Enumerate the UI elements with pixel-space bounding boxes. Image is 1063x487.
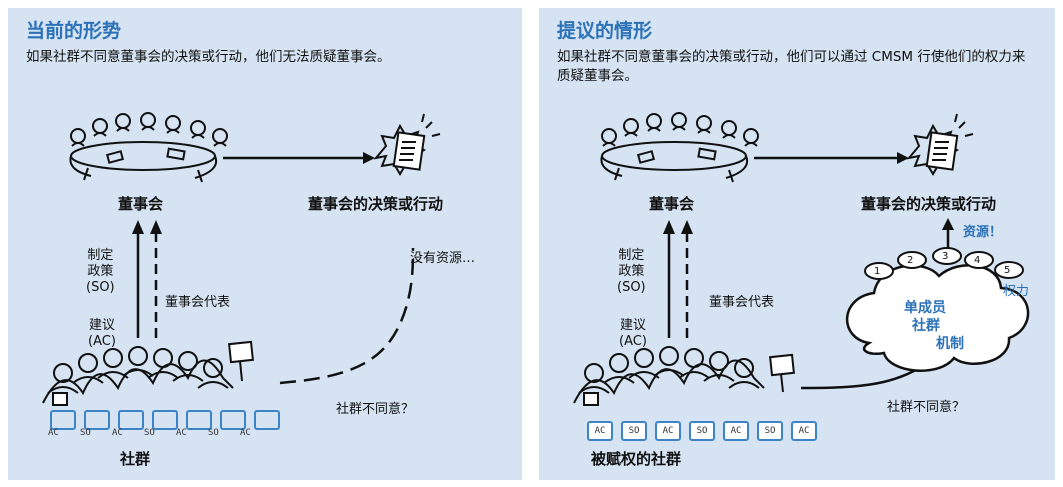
board-rep-label: 董事会代表 <box>165 295 231 310</box>
community-label: 被赋权的社群 <box>591 450 682 468</box>
member-box-row: AC SO AC SO AC SO AC <box>587 421 817 441</box>
power-label: 权力 <box>1003 284 1030 299</box>
document-burst-icon <box>906 113 974 176</box>
member-box: AC <box>723 421 749 441</box>
no-resources-label: 没有资源… <box>410 251 476 266</box>
power-number: 2 <box>907 255 914 266</box>
cloud-icon <box>845 264 1030 372</box>
power-number: 5 <box>1004 265 1011 276</box>
advice-label: 建议 (AC) <box>619 318 647 349</box>
member-box <box>84 410 110 430</box>
member-box <box>254 410 280 430</box>
power-number: 3 <box>942 251 949 262</box>
proposed-situation-panel: 提议的情形 如果社群不同意董事会的决策或行动，他们可以通过 CMSM 行使他们的… <box>539 8 1055 480</box>
policy-label: 制定 政策 (SO) <box>86 248 115 295</box>
cloud-label-3: 机制 <box>936 336 964 352</box>
panel-description: 如果社群不同意董事会的决策或行动，他们可以通过 CMSM 行使他们的权力来质疑董… <box>557 49 1026 84</box>
box-label: SO <box>208 428 219 438</box>
crowd-icon <box>573 346 795 406</box>
board-label: 董事会 <box>118 195 164 213</box>
cloud-label-2: 社群 <box>912 318 940 334</box>
proposed-situation-diagram <box>573 112 1030 406</box>
member-box: SO <box>621 421 647 441</box>
power-ovals <box>864 247 1024 280</box>
board-rep-label: 董事会代表 <box>709 295 775 310</box>
member-box: SO <box>757 421 783 441</box>
member-box <box>186 410 212 430</box>
member-box: SO <box>689 421 715 441</box>
panel-title: 提议的情形 <box>557 20 653 42</box>
advice-label: 建议 (AC) <box>88 318 116 349</box>
member-box-row <box>50 410 280 430</box>
board-meeting-icon <box>69 112 228 183</box>
box-label: AC <box>112 428 123 438</box>
current-situation-diagram <box>42 112 441 406</box>
resources-label: 资源！ <box>963 225 1003 240</box>
board-label: 董事会 <box>649 195 695 213</box>
member-box <box>118 410 144 430</box>
decision-label: 董事会的决策或行动 <box>861 195 997 213</box>
member-box: AC <box>655 421 681 441</box>
cloud-label-1: 单成员 <box>904 300 946 316</box>
box-label: SO <box>144 428 155 438</box>
member-box: AC <box>587 421 613 441</box>
member-box <box>50 410 76 430</box>
box-label: AC <box>176 428 187 438</box>
power-number: 4 <box>974 255 981 266</box>
policy-label: 制定 政策 (SO) <box>617 248 646 295</box>
document-burst-icon <box>373 113 441 176</box>
box-label: AC <box>240 428 251 438</box>
member-box <box>220 410 246 430</box>
decision-label: 董事会的决策或行动 <box>308 195 444 213</box>
community-label: 社群 <box>120 450 151 468</box>
power-number: 1 <box>874 266 881 277</box>
member-box <box>152 410 178 430</box>
disagree-label: 社群不同意？ <box>887 400 966 415</box>
member-box: AC <box>791 421 817 441</box>
disagree-label: 社群不同意？ <box>336 402 415 417</box>
box-label: AC <box>48 428 59 438</box>
panel-title: 当前的形势 <box>26 20 122 42</box>
crowd-icon <box>42 340 254 406</box>
box-label: SO <box>80 428 91 438</box>
board-meeting-icon <box>600 112 759 183</box>
current-situation-panel: 当前的形势 如果社群不同意董事会的决策或行动，他们无法质疑董事会。 <box>8 8 522 480</box>
panel-description: 如果社群不同意董事会的决策或行动，他们无法质疑董事会。 <box>26 49 391 65</box>
